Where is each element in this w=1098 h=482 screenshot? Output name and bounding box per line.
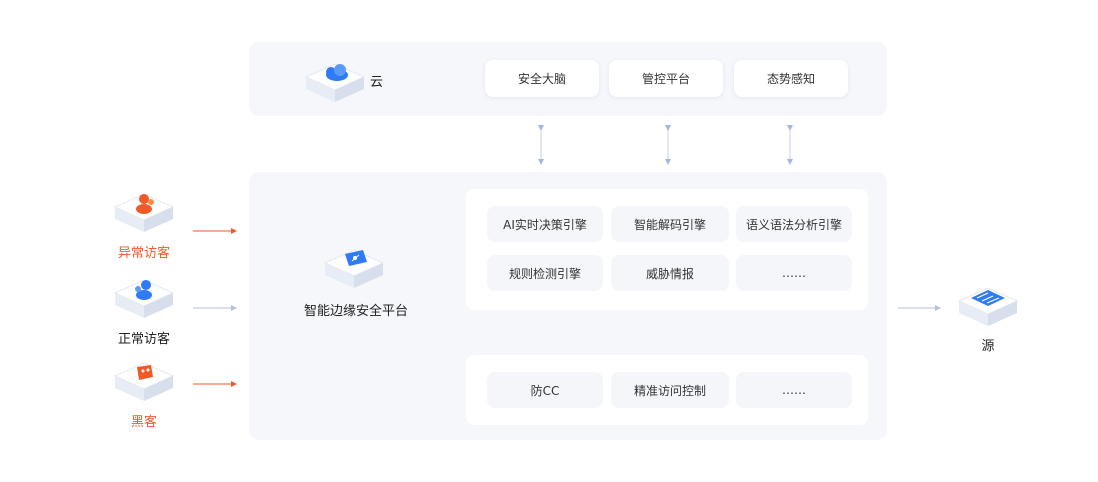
engine-semantic-syntax: 语义语法分析引擎 xyxy=(736,206,852,242)
normal-visitor-label: 正常访客 xyxy=(117,332,170,347)
protection-anti-cc: 防CC xyxy=(487,372,603,408)
abnormal-visitor-label: 异常访客 xyxy=(117,246,170,261)
platform-label: 智能边缘安全平台 xyxy=(303,304,408,319)
platform-icon xyxy=(323,249,385,288)
server-icon xyxy=(957,287,1019,326)
origin-label: 源 xyxy=(981,339,995,354)
cloud-module-security-brain: 安全大脑 xyxy=(485,60,599,97)
normal-visitor-icon xyxy=(113,279,175,318)
protection-more: …… xyxy=(736,372,852,408)
cloud-module-control-platform: 管控平台 xyxy=(609,60,723,97)
hacker-label: 黑客 xyxy=(130,415,157,430)
protection-access-control: 精准访问控制 xyxy=(611,372,729,408)
cloud-module-situational-awareness: 态势感知 xyxy=(734,60,848,97)
cloud-label: 云 xyxy=(370,75,384,90)
engine-rule-detection: 规则检测引擎 xyxy=(487,255,603,291)
abnormal-visitor-icon xyxy=(113,193,175,232)
cloud-icon xyxy=(304,63,366,102)
hacker-icon xyxy=(113,362,175,401)
engine-ai-decision: AI实时决策引擎 xyxy=(487,206,603,242)
engine-smart-decoding: 智能解码引擎 xyxy=(611,206,729,242)
engine-more: …… xyxy=(736,255,852,291)
engine-threat-intel: 威胁情报 xyxy=(611,255,729,291)
